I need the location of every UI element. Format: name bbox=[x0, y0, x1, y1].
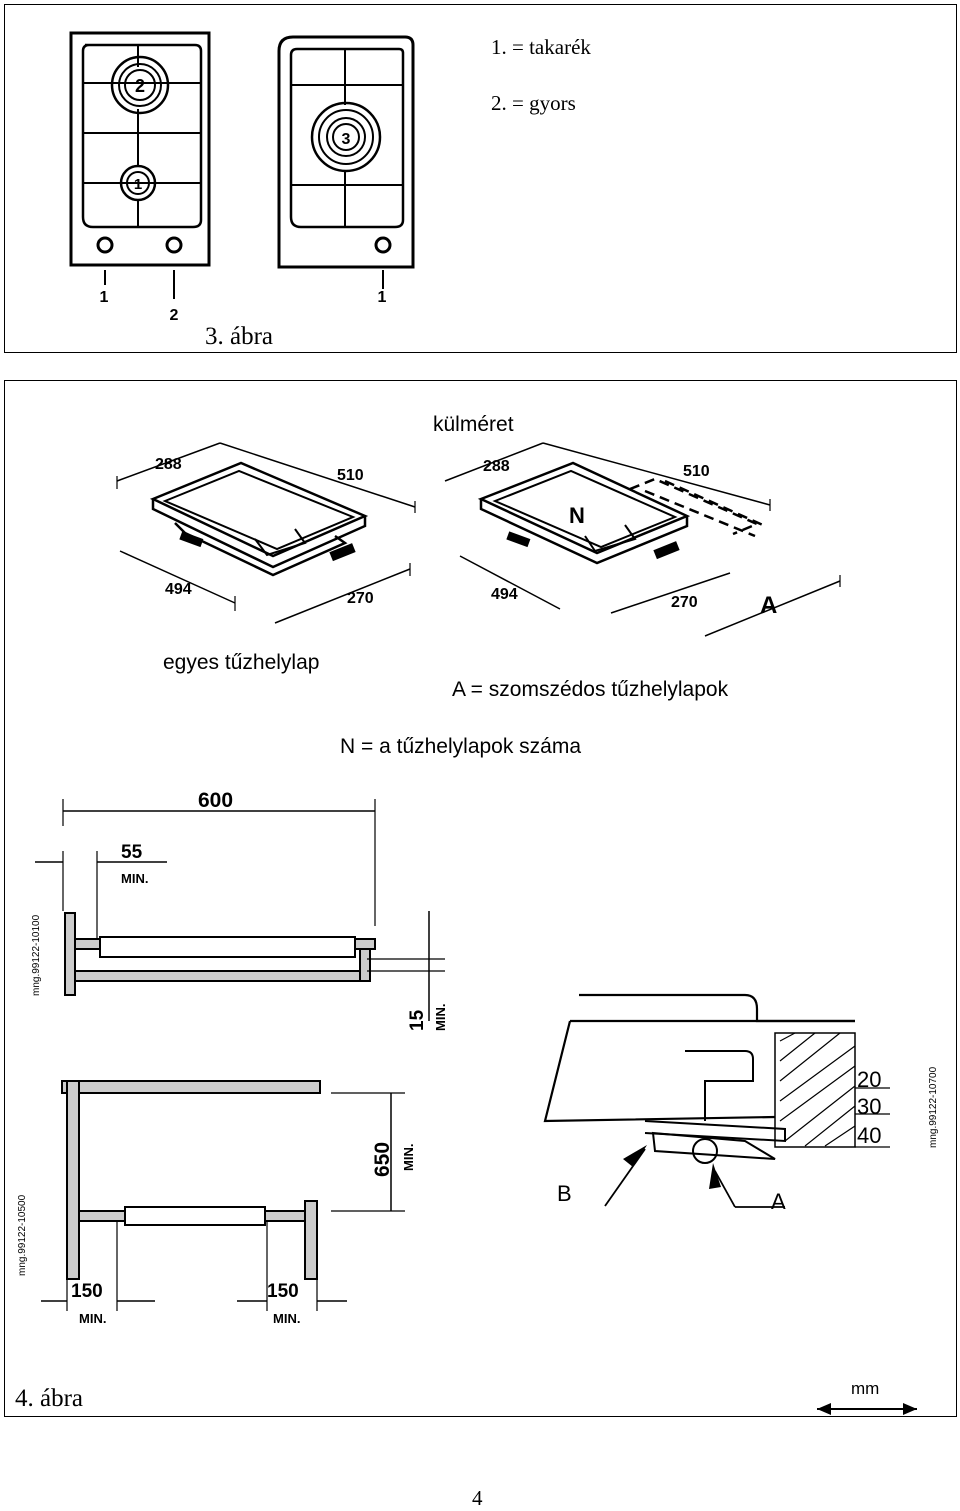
burner-label-2: 2 bbox=[135, 76, 145, 96]
unit-arrow-left-icon bbox=[817, 1403, 831, 1415]
thickness-20: 20 bbox=[857, 1067, 881, 1092]
iso-single-hob bbox=[116, 442, 416, 624]
hob-two-burner bbox=[69, 31, 211, 299]
knob-label-1b: 1 bbox=[378, 289, 387, 306]
figure-4-caption: 4. ábra bbox=[15, 1385, 84, 1412]
figure-4-title: külméret bbox=[433, 413, 514, 436]
burner-layout-drawing: 2 1 1 2 3 1 bbox=[69, 31, 415, 324]
legend-item-2: 2. = gyors bbox=[491, 91, 576, 115]
ref-code-right: mng.99122-10700 bbox=[928, 1066, 939, 1148]
dim-600: 600 bbox=[198, 789, 233, 812]
burner-label-1: 1 bbox=[134, 176, 142, 193]
dim-55: 55 bbox=[121, 842, 143, 863]
label-B: B bbox=[557, 1181, 572, 1206]
figure-4-frame: 288 510 494 270 288 510 494 270 A N bbox=[4, 380, 957, 1417]
installation-section bbox=[35, 799, 445, 1311]
knob-label-2: 2 bbox=[170, 307, 179, 324]
dim-650-min: MIN. bbox=[401, 1144, 416, 1171]
dim-single-510: 510 bbox=[337, 467, 364, 484]
figure-3-caption: 3. ábra bbox=[205, 323, 274, 350]
dim-multi-270: 270 bbox=[671, 594, 698, 611]
burner-label-3: 3 bbox=[342, 131, 351, 148]
installation-drawings: 288 510 494 270 288 510 494 270 A N bbox=[17, 442, 939, 1415]
thickness-30: 30 bbox=[857, 1094, 881, 1119]
iso-multi-hob bbox=[444, 442, 841, 637]
legend-item-1: 1. = takarék bbox=[491, 35, 591, 59]
dim-15: 15 bbox=[407, 1009, 428, 1031]
dim-multi-510: 510 bbox=[683, 463, 710, 480]
dim-150-right-min: MIN. bbox=[273, 1311, 300, 1326]
dim-150-right: 150 bbox=[267, 1281, 299, 1302]
label-A-iso: A bbox=[760, 592, 777, 619]
dim-single-494: 494 bbox=[165, 581, 192, 598]
dim-150-left-min: MIN. bbox=[79, 1311, 106, 1326]
dim-15-min: MIN. bbox=[433, 1004, 448, 1031]
caption-adjacent-hobs: A = szomszédos tűzhelylapok bbox=[452, 678, 729, 701]
arrow-a-icon bbox=[709, 1163, 721, 1189]
dim-multi-288: 288 bbox=[483, 458, 510, 475]
page-number: 4 bbox=[472, 1486, 483, 1510]
label-N-iso: N bbox=[569, 503, 585, 528]
caption-hob-count: N = a tűzhelylapok száma bbox=[340, 735, 582, 758]
caption-single-hob: egyes tűzhelylap bbox=[163, 651, 320, 674]
ref-code-bottom: mng.99122-10500 bbox=[17, 1194, 28, 1276]
mounting-detail bbox=[543, 993, 917, 1410]
dim-55-min: MIN. bbox=[121, 871, 148, 886]
dim-single-270: 270 bbox=[347, 590, 374, 607]
label-A: A bbox=[771, 1189, 786, 1214]
unit-arrow-right-icon bbox=[903, 1403, 917, 1415]
dim-650: 650 bbox=[371, 1142, 394, 1177]
dim-single-288: 288 bbox=[155, 456, 182, 473]
dim-150-left: 150 bbox=[71, 1281, 103, 1302]
hob-single-burner bbox=[277, 35, 415, 289]
figure-3-frame: 2 1 1 2 3 1 1. = takarék 2. = gyors 3. á… bbox=[4, 4, 957, 353]
dim-multi-494: 494 bbox=[491, 586, 518, 603]
ref-code-top: mng.99122-10100 bbox=[31, 914, 42, 996]
knob-label-1: 1 bbox=[100, 289, 109, 306]
arrow-b-icon bbox=[623, 1145, 647, 1167]
thickness-40: 40 bbox=[857, 1123, 881, 1148]
unit-mm: mm bbox=[851, 1379, 879, 1398]
